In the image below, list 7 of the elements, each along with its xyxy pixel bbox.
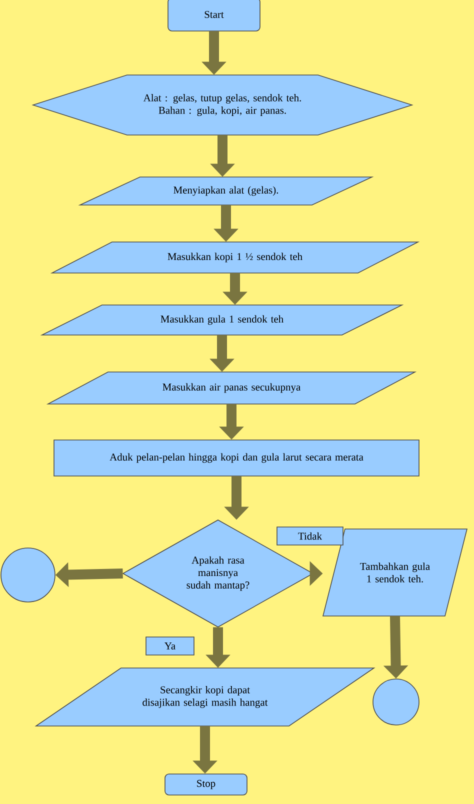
connector-circle xyxy=(372,678,420,726)
terminal-box: Stop xyxy=(164,774,248,796)
edge-label: Tidak xyxy=(276,526,344,546)
connector-circle xyxy=(0,548,56,602)
terminal-box: Start xyxy=(168,0,260,32)
process-box: Aduk pelan-pelan hingga kopi dan gula larut secara merata xyxy=(54,440,420,476)
edge-label: Ya xyxy=(146,636,194,656)
